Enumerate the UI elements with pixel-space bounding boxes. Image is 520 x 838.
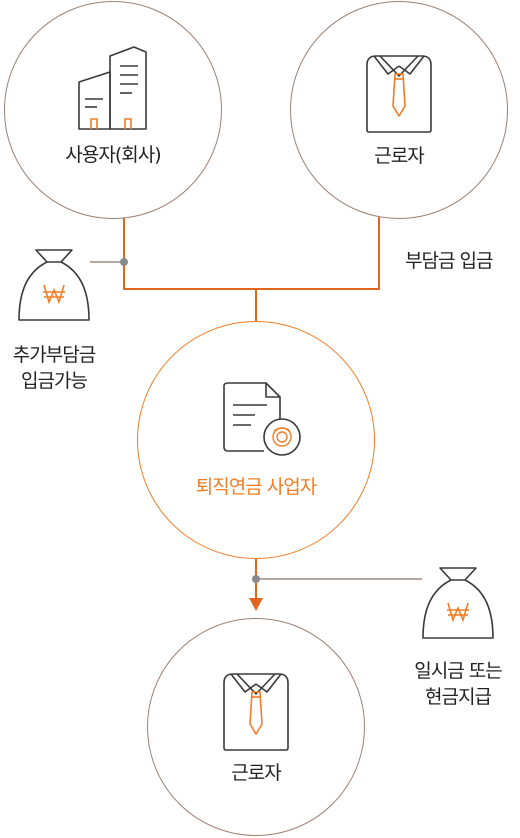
pension-provider-label: 퇴직연금 사업자	[195, 476, 317, 498]
payout-connector-dot	[252, 575, 260, 583]
additional-connector-dot	[120, 258, 128, 266]
worker-top-label: 근로자	[374, 145, 424, 167]
worker-top-node	[290, 1, 508, 219]
document-seal-icon	[223, 382, 301, 456]
employer-label: 사용자(회사)	[65, 144, 161, 166]
additional-contribution-label: 추가부담금 입금가능	[0, 342, 108, 394]
payout-arrowhead	[249, 598, 263, 611]
additional-label-line-2: 입금가능	[21, 370, 88, 392]
money-bag-won-icon	[422, 567, 494, 639]
payout-label-line-1: 일시금 또는	[414, 660, 502, 682]
worker-bottom-label: 근로자	[231, 762, 281, 784]
employer-node	[4, 1, 222, 219]
building-icon	[78, 46, 147, 130]
money-bag-won-icon	[18, 249, 90, 321]
payout-label: 일시금 또는 현금지급	[396, 658, 520, 710]
shirt-tie-icon	[366, 55, 432, 133]
employer-flow-line	[123, 216, 256, 290]
pension-provider-node	[137, 321, 375, 559]
additional-label-line-1: 추가부담금	[12, 344, 96, 366]
shirt-tie-icon	[223, 673, 289, 751]
contribution-deposit-label: 부담금 입금	[405, 250, 493, 272]
worker-flow-line	[256, 216, 380, 290]
worker-bottom-node	[147, 618, 365, 836]
payout-label-line-2: 현금지급	[425, 686, 492, 708]
